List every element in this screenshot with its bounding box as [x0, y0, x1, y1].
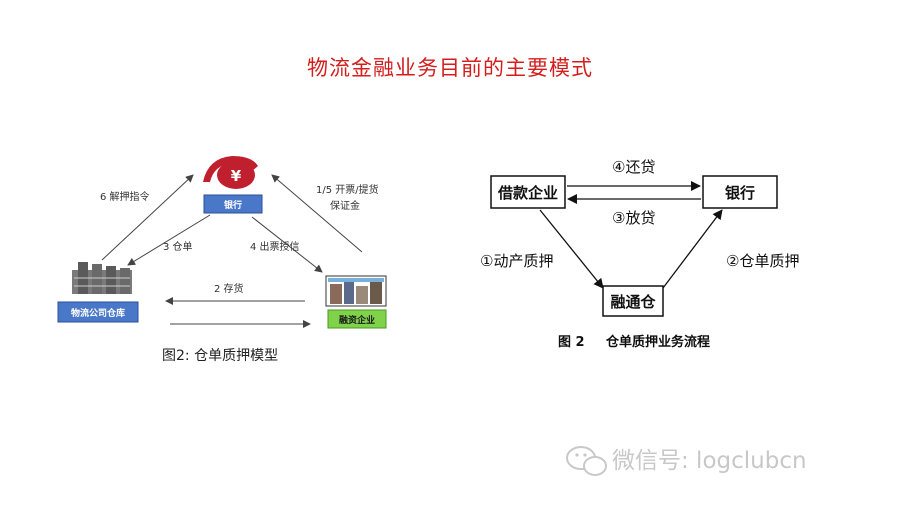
- watermark: 微信号: logclubcn: [566, 446, 807, 476]
- edge-label-inventory: 2 存货: [214, 282, 244, 295]
- arrow-pledge-receipt: [662, 209, 723, 289]
- edge-label-credit: 4 出票授信: [250, 240, 300, 253]
- warehouse-label-box: [57, 301, 139, 323]
- right-diagram: 借款企业 银行 融通仓 ④还贷 ③放贷 ①动产质押 ②仓单质押 图 2 仓单质押…: [480, 158, 799, 350]
- warehouse-box-label: 融通仓: [610, 293, 656, 311]
- left-caption: 图2: 仓单质押模型: [162, 348, 278, 364]
- warehouse-box: [602, 285, 664, 317]
- edge-label-pledge-receipt: ②仓单质押: [726, 252, 799, 270]
- bank-node: ¥ 银行: [203, 156, 263, 214]
- borrower-label: 借款企业: [497, 184, 558, 202]
- bank-logo-icon: ¥: [203, 156, 258, 189]
- enterprise-label-box: [327, 309, 387, 329]
- enterprise-label: 融资企业: [339, 314, 375, 326]
- warehouse-label: 物流公司仓库: [71, 307, 125, 319]
- wechat-icon: [566, 446, 607, 476]
- right-caption-text: 仓单质押业务流程: [605, 334, 710, 350]
- arrow-release-order: [101, 174, 194, 261]
- right-caption-number: 图 2: [558, 335, 585, 350]
- edge-label-deposit-b: 保证金: [330, 199, 360, 212]
- enterprise-node: 融资企业: [325, 275, 387, 329]
- warehouse-building-icon: [72, 262, 132, 294]
- page-title: 物流金融业务目前的主要模式: [307, 56, 593, 80]
- left-diagram: ¥ 银行 物流公司仓库: [57, 156, 387, 364]
- warehouse-node: 物流公司仓库: [57, 262, 139, 323]
- bank-label-box: [203, 194, 263, 214]
- edge-label-repay: ④还贷: [612, 158, 655, 176]
- watermark-text: 微信号: logclubcn: [612, 448, 807, 474]
- arrow-warehouse-receipt: [127, 214, 211, 266]
- arrow-credit: [251, 216, 323, 273]
- right-bank-label: 银行: [725, 184, 755, 202]
- right-bank-box: [702, 175, 778, 209]
- edge-label-deposit-a: 1/5 开票/提货: [316, 183, 379, 196]
- edge-label-release: 6 解押指令: [100, 190, 150, 203]
- svg-text:¥: ¥: [231, 167, 242, 185]
- borrower-box: [490, 175, 566, 209]
- edge-label-receipt: 3 仓单: [163, 240, 193, 253]
- bank-label: 银行: [224, 199, 242, 211]
- arrow-pledge-goods: [539, 209, 604, 289]
- edge-label-lend: ③放贷: [612, 209, 655, 227]
- edge-label-pledge-goods: ①动产质押: [480, 252, 553, 270]
- enterprise-buildings-icon: [325, 275, 387, 307]
- arrow-deposit: [271, 174, 363, 253]
